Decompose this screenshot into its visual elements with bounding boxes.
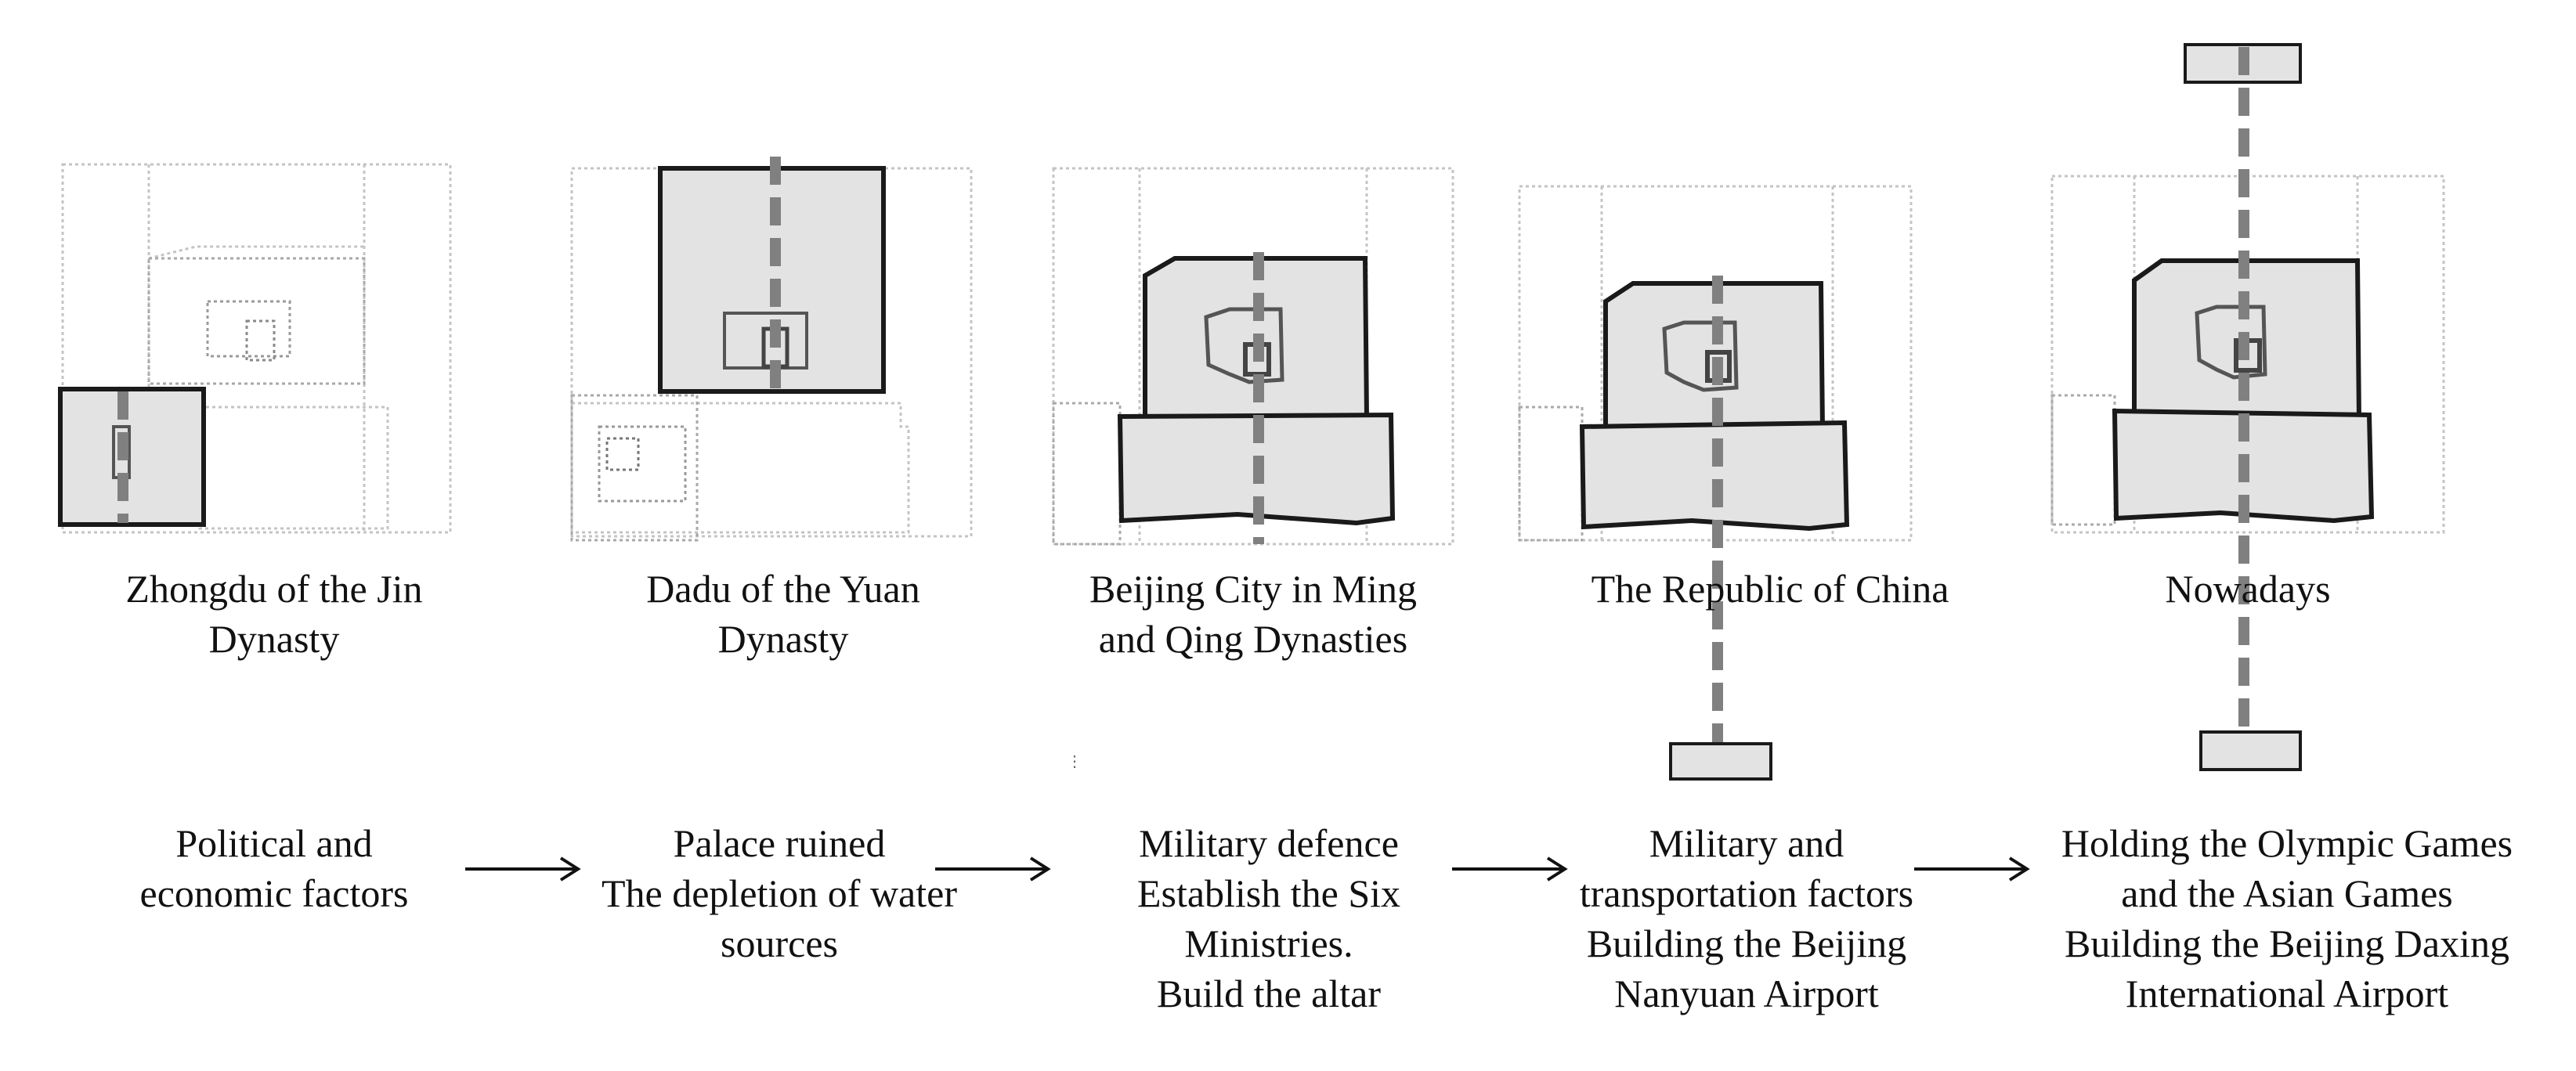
map-dadu-city-wall: [658, 166, 886, 394]
map-nowadays-daxing-airport: [2199, 730, 2302, 771]
map-republic-inner-city: [1603, 281, 1826, 431]
stage-caption-ming-qing: Beijing City in Ming and Qing Dynasties: [1089, 567, 1418, 661]
map-republic-imperial-city: [1662, 320, 1739, 392]
map-ming-qing-faint-context: [1052, 167, 1454, 546]
stage-caption-republic: The Republic of China: [1591, 567, 1949, 611]
map-zhongdu-city-wall: [58, 387, 206, 527]
stray-mark: ⋮: [1067, 753, 1082, 770]
map-republic-forbidden-city: [1705, 350, 1732, 383]
map-ming-qing-forbidden-city: [1243, 342, 1271, 377]
map-ming-qing-inner-city: [1143, 256, 1370, 421]
map-ming-qing-imperial-city: [1204, 307, 1284, 384]
arrow-1: [465, 856, 581, 882]
map-dadu-faint-context: [570, 167, 973, 542]
map-dadu-imperial-city: [723, 312, 808, 370]
arrow-3: [1452, 856, 1568, 882]
stage-caption-jin: Zhongdu of the Jin Dynasty: [125, 567, 423, 661]
map-nowadays-forbidden-city: [2234, 338, 2262, 373]
map-ming-qing-outer-city: [1117, 412, 1396, 526]
factor-text-ming-qing: Military defence Establish the Six Minis…: [1136, 821, 1401, 1015]
map-republic-faint-context: [1518, 185, 1913, 542]
map-republic-outer-city: [1579, 420, 1850, 532]
map-nowadays-olympic-venue: [2184, 43, 2302, 84]
factor-text-republic: Military and transportation factors Buil…: [1579, 821, 1914, 1015]
map-nowadays-inner-city: [2132, 258, 2362, 424]
map-nowadays-faint-context: [2050, 175, 2445, 534]
factor-text-jin: Political and economic factors: [139, 821, 409, 915]
map-republic-nanyuan-airport: [1669, 742, 1772, 781]
map-nowadays-outer-city: [2112, 408, 2375, 524]
stage-caption-yuan: Dadu of the Yuan Dynasty: [646, 567, 920, 661]
factor-text-nowadays: Holding the Olympic Games and the Asian …: [2061, 821, 2513, 1015]
map-zhongdu-faint-context: [61, 163, 452, 534]
factor-text-yuan: Palace ruined The depletion of water sou…: [602, 821, 957, 965]
map-zhongdu-palace: [112, 425, 131, 479]
map-dadu-palace: [761, 326, 789, 369]
arrow-4: [1914, 856, 2030, 882]
arrow-2: [935, 856, 1051, 882]
stage-caption-nowadays: Nowadays: [2165, 567, 2331, 611]
map-nowadays-imperial-city: [2195, 305, 2267, 380]
